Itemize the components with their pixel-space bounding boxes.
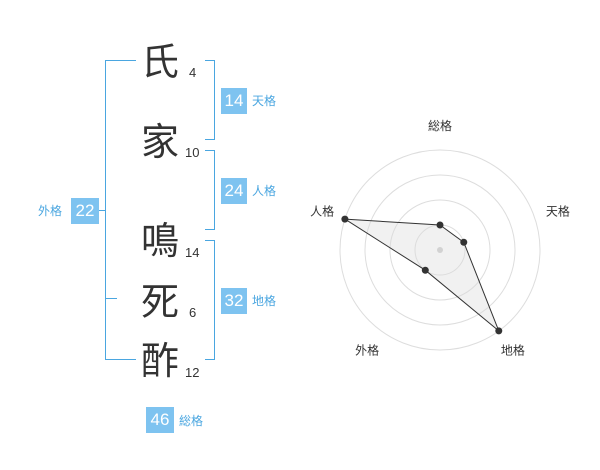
radar-axis-label-4: 外格 [355, 342, 379, 357]
char-2: 家 [141, 120, 180, 164]
soukaku-label: 総格 [179, 414, 204, 428]
char-4: 死 [141, 280, 180, 324]
radar-center [437, 247, 443, 253]
chikaku-label: 地格 [252, 294, 277, 308]
radar-axis-label-2: 天格 [546, 204, 570, 219]
radar-ring-2 [389, 199, 491, 301]
jinkaku-label: 人格 [252, 184, 277, 198]
char-5: 酢 [141, 339, 180, 383]
tenkaku-badge: 14 [221, 88, 247, 114]
char-2-strokes: 10 [185, 145, 200, 160]
radar-area [344, 218, 500, 332]
char-3-strokes: 14 [185, 245, 200, 260]
tenkaku-label: 天格 [252, 94, 277, 108]
radar-ring-1 [414, 224, 466, 276]
char-4-strokes: 6 [189, 305, 197, 320]
char-5-strokes: 12 [185, 365, 200, 380]
chikaku-bracket [205, 240, 215, 360]
radar-ring-3 [364, 174, 516, 326]
radar-axis-label-1: 総格 [428, 118, 452, 133]
jinkaku-badge: 24 [221, 178, 247, 204]
radar-axis-label-5: 人格 [310, 204, 334, 219]
char-1-strokes: 4 [189, 65, 197, 80]
gaikaku-bracket [105, 60, 136, 360]
tenkaku-bracket [205, 60, 215, 140]
char-3: 鳴 [141, 219, 180, 263]
gaikaku-bracket-stem [96, 210, 105, 211]
gaikaku-bracket-divider [105, 298, 117, 299]
jinkaku-bracket [205, 150, 215, 230]
radar-axis-label-3: 地格 [501, 342, 525, 357]
radar-point-1 [436, 221, 444, 229]
radar-point-5 [341, 215, 349, 223]
radar-point-2 [460, 238, 468, 246]
soukaku-badge: 46 [146, 407, 174, 433]
radar-points [341, 215, 503, 335]
radar-ring-4 [339, 149, 541, 351]
char-1: 氏 [141, 40, 180, 84]
radar-point-3 [495, 327, 503, 335]
radar-point-4 [421, 266, 429, 274]
radar-rings [339, 149, 541, 351]
gaikaku-label: 外格 [38, 204, 63, 218]
gaikaku-badge: 22 [71, 198, 99, 224]
chikaku-badge: 32 [221, 288, 247, 314]
